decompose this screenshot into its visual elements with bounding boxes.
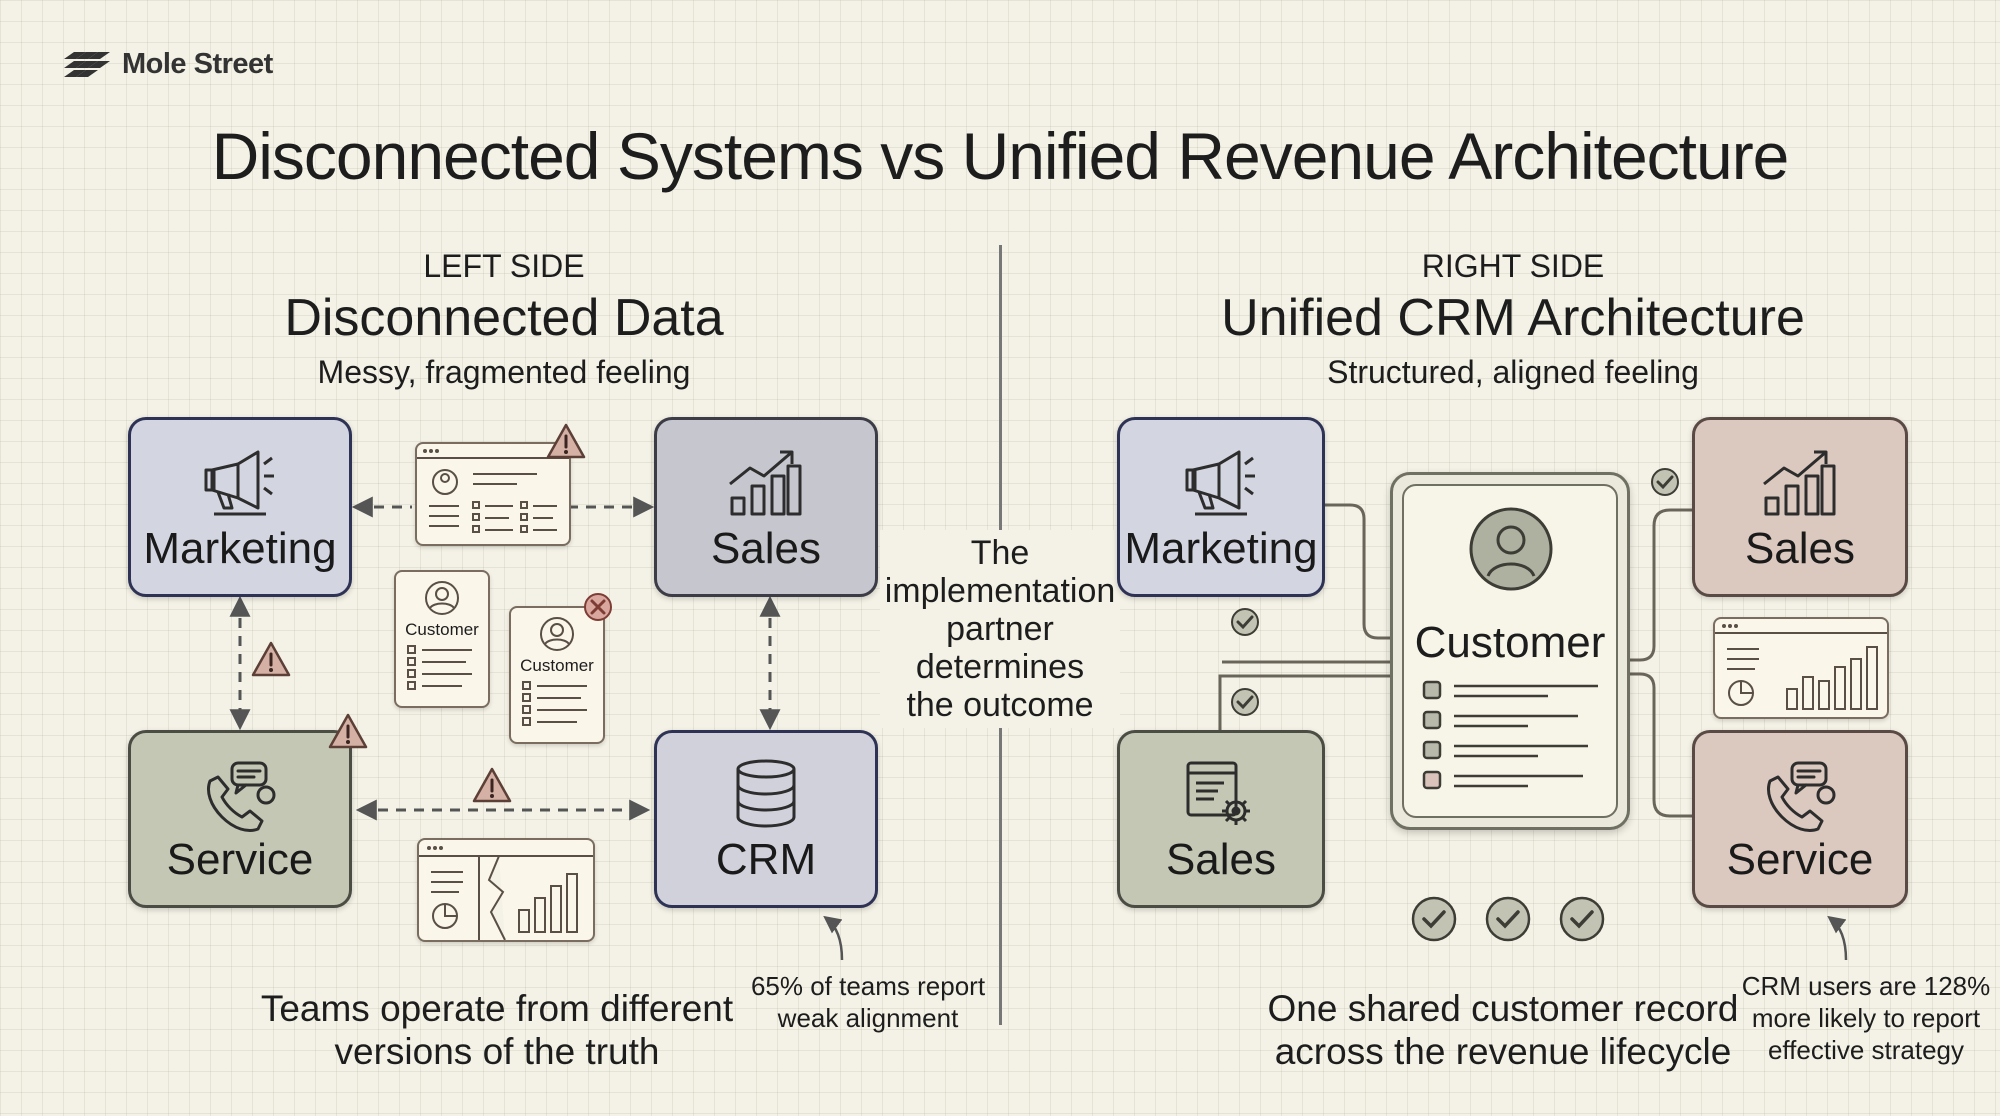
broken-dashboard-graphic [419,846,593,940]
left-stat: 65% of teams report weak alignment [738,970,998,1034]
brand-stripes-icon [64,51,110,77]
stat-left-pointer [823,915,844,961]
right-stat-line-1: CRM users are 128% [1741,971,1991,1001]
customer-avatar-icon [407,581,472,690]
left-customer-card-2-label: Customer [520,656,594,675]
right-marketing-box: Marketing [1117,417,1325,597]
right-stat-line-2: more likely to report [1751,1003,1981,1033]
left-sales-label: Sales [710,524,822,573]
left-service-box: Service [128,730,352,908]
right-service-label: Service [1726,835,1874,884]
center-note-line-3: partner [946,610,1054,648]
customer-record-fields [1422,680,1598,790]
page-title: Disconnected Systems vs Unified Revenue … [211,119,1790,193]
check-icon-sales-bottom [1231,688,1259,716]
left-stat-line-2: weak alignment [777,1003,959,1033]
left-crm-label: CRM [715,835,817,884]
right-side-subtitle: Structured, aligned feeling [1327,354,1699,390]
support-phone-icon [1767,761,1836,832]
megaphone-icon [204,450,274,516]
check-icon-aligned-1 [1411,896,1457,942]
left-customer-card-1-label: Customer [405,620,479,639]
database-icon [736,759,796,828]
right-stat-line-3: effective strategy [1767,1035,1965,1065]
settings-window-icon [1186,761,1250,825]
left-caption-line-1: Teams operate from different [260,988,734,1029]
growth-chart-icon [1763,450,1836,516]
left-side-title: Disconnected Data [284,289,724,347]
center-note-line-1: The [970,534,1030,572]
check-icon-marketing [1231,608,1259,636]
left-crm-box: CRM [654,730,878,908]
left-marketing-box: Marketing [128,417,352,597]
center-note-line-2: implementation [884,572,1116,610]
left-service-label: Service [166,835,314,884]
warning-icon-service-crm [472,767,512,803]
warning-icon-doc [546,423,586,459]
right-caption: One shared customer record across the re… [1243,987,1763,1073]
left-customer-card-2: Customer [509,606,605,744]
left-marketing-label: Marketing [143,524,337,573]
customer-avatar-icon [1469,507,1553,591]
right-marketing-label: Marketing [1124,524,1318,573]
right-side-title: Unified CRM Architecture [1221,289,1805,347]
center-note-line-5: the outcome [906,686,1094,724]
right-caption-line-1: One shared customer record [1267,988,1739,1029]
left-stat-line-1: 65% of teams report [750,971,986,1001]
left-record-window [415,442,571,546]
unified-customer-record: Customer [1390,472,1630,830]
left-broken-dashboard [417,838,595,942]
left-sales-box: Sales [654,417,878,597]
dashboard-graphic [1715,624,1887,710]
left-side-subtitle: Messy, fragmented feeling [317,354,691,390]
support-phone-icon [207,761,276,832]
check-icon-sales-top [1651,468,1679,496]
left-customer-card-1: Customer [394,570,490,708]
right-sales-top-label: Sales [1744,524,1856,573]
right-side-label: RIGHT SIDE [1421,248,1605,284]
customer-avatar-icon [522,617,587,726]
right-stat: CRM users are 128% more likely to report… [1736,970,1996,1066]
megaphone-icon [1185,450,1255,516]
left-caption-line-2: versions of the truth [334,1031,660,1072]
right-dashboard-window [1713,617,1889,719]
check-icon-aligned-2 [1485,896,1531,942]
customer-record-label: Customer [1414,618,1606,667]
stat-right-pointer [1827,915,1848,961]
growth-chart-icon [729,450,802,516]
center-note: The implementation partner determines th… [880,530,1120,728]
warning-icon-service [328,713,368,749]
error-x-icon [584,593,612,621]
left-side-label: LEFT SIDE [423,248,585,284]
right-sales-bottom-box: Sales [1117,730,1325,908]
warning-icon-marketing-service [251,641,291,677]
center-note-line-4: determines [915,648,1085,686]
check-icon-aligned-3 [1559,896,1605,942]
left-caption: Teams operate from different versions of… [237,987,757,1073]
brand-name: Mole Street [122,48,273,80]
right-caption-line-2: across the revenue lifecycle [1274,1031,1732,1072]
record-window-graphic [417,449,569,533]
right-sales-bottom-label: Sales [1165,835,1277,884]
customer-record-panel: Customer [1402,484,1618,818]
brand-logo: Mole Street [64,48,273,81]
right-sales-top-box: Sales [1692,417,1908,597]
right-service-box: Service [1692,730,1908,908]
